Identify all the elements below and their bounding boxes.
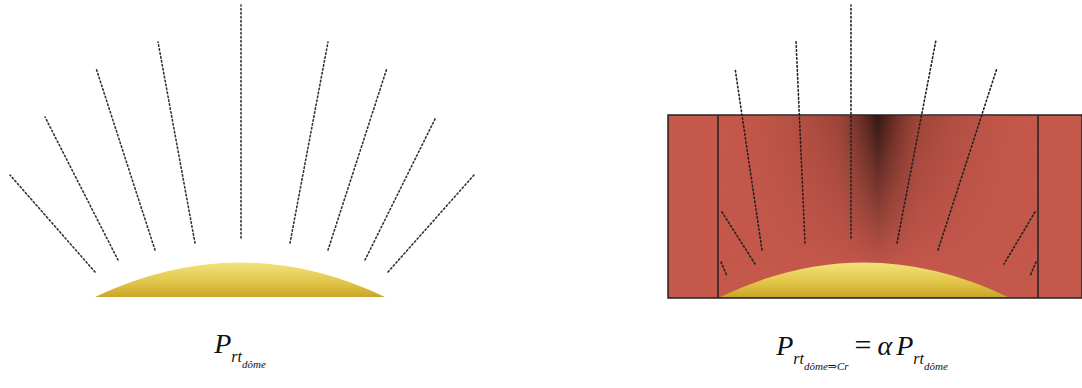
crucible-wall [1037,115,1039,298]
formula-subscript: dôme [242,358,266,370]
formula-operator: = [849,328,878,362]
formula: Prtdôme⇒Cr=αPrtdôme [776,328,948,362]
radiation-rays [721,5,1036,276]
crucible-shadow [718,115,1038,298]
dome [720,263,1008,298]
radiation-rays [10,5,474,272]
dome [95,263,385,298]
formula-subscript: dôme⇒Cr [804,360,849,373]
crucible [668,115,1082,298]
crucible-wall [717,115,719,298]
formula-symbol: P [896,330,913,362]
formula-subscript: rt [913,350,924,368]
formula-coefficient: α [878,330,897,362]
formula-subscript: rt [793,350,804,368]
formula-symbol: P [214,328,231,360]
formula: Prtdôme [214,328,266,360]
formula-symbol: P [776,330,793,362]
formula-subscript: rt [231,348,242,366]
formula-subscript: dôme [924,360,948,372]
